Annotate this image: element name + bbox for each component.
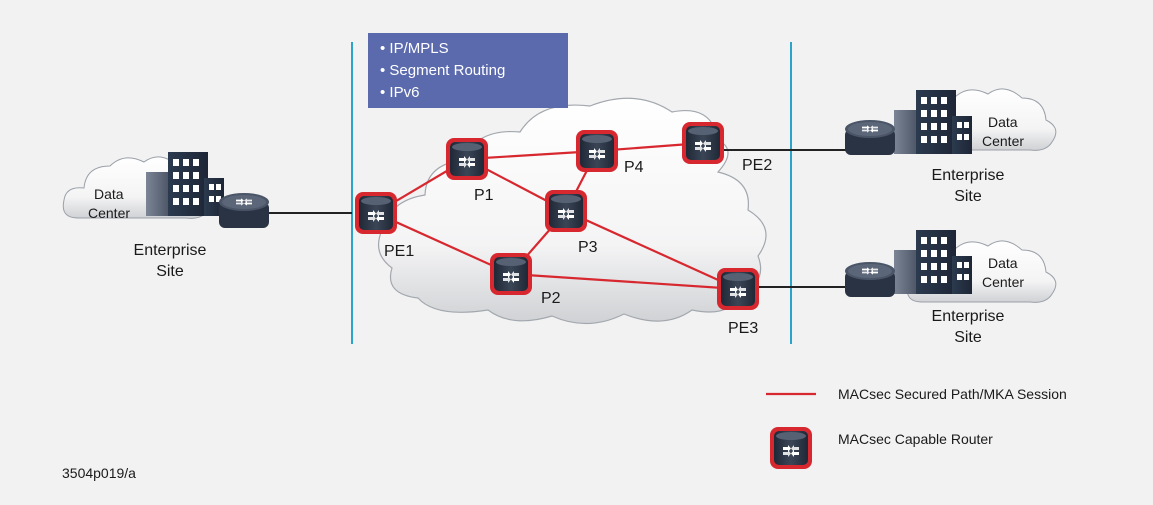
- router-p4-icon: [576, 130, 618, 172]
- right-bottom-cloud-label-2: Center: [982, 274, 1024, 290]
- callout-item-2: • Segment Routing: [380, 62, 505, 79]
- link-p3-pe3: [565, 209, 739, 291]
- right-top-cloud-label-1: Data: [988, 114, 1018, 130]
- right-top-site-label-2: Site: [954, 188, 982, 205]
- legend-secure-path-label: MACsec Secured Path/MKA Session: [838, 386, 1067, 402]
- left-site-label-2: Site: [156, 263, 184, 280]
- link-p2-pe3: [510, 272, 739, 291]
- right-bottom-ce-router-icon: [845, 262, 895, 297]
- router-pe2-label: PE2: [742, 157, 772, 174]
- router-p2-label: P2: [541, 290, 561, 307]
- router-p4-label: P4: [624, 159, 644, 176]
- right-bottom-cloud-label-1: Data: [988, 255, 1018, 271]
- right-bottom-site-label-1: Enterprise: [932, 308, 1005, 325]
- left-ce-router-icon: [219, 193, 269, 228]
- link-p1-p4: [466, 149, 598, 161]
- router-pe2-icon: [682, 122, 724, 164]
- figure-id: 3504p019/a: [62, 465, 136, 481]
- left-cloud-label-2: Center: [88, 205, 130, 221]
- left-site-label-1: Enterprise: [134, 242, 207, 259]
- router-p1-icon: [446, 138, 488, 180]
- technology-callout: [368, 33, 568, 108]
- router-pe3-icon: [717, 268, 759, 310]
- right-top-cloud-label-2: Center: [982, 133, 1024, 149]
- legend-capable-router-label: MACsec Capable Router: [838, 431, 993, 447]
- right-bottom-site-label-2: Site: [954, 329, 982, 346]
- right-top-site-label-1: Enterprise: [932, 167, 1005, 184]
- link-pe1-p2: [375, 211, 512, 276]
- left-cloud-label-1: Data: [94, 186, 124, 202]
- router-pe1-icon: [355, 192, 397, 234]
- right-bottom-enterprise-building: [894, 230, 972, 294]
- router-p3-icon: [545, 190, 587, 232]
- router-p2-icon: [490, 253, 532, 295]
- macsec-router-icon: [770, 427, 812, 469]
- router-p3-label: P3: [578, 239, 598, 256]
- router-p1-label: P1: [474, 187, 494, 204]
- right-top-ce-router-icon: [845, 120, 895, 155]
- router-pe3-label: PE3: [728, 320, 758, 337]
- router-pe1-label: PE1: [384, 243, 414, 260]
- callout-item-1: • IP/MPLS: [380, 40, 449, 57]
- callout-item-3: • IPv6: [380, 84, 419, 101]
